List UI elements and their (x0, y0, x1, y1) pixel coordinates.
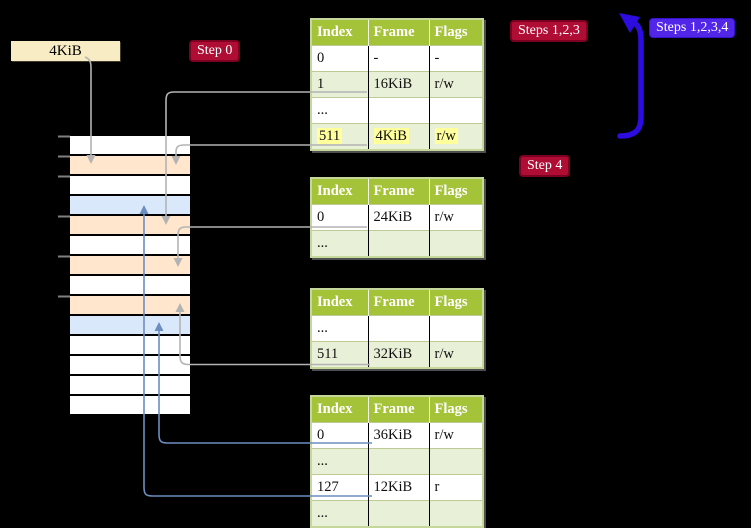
table-cell: - (367, 45, 429, 72)
table-cell (367, 500, 429, 527)
memory-cell-orange (70, 296, 190, 314)
table-cell: 127 (311, 474, 368, 501)
column-header: Frame (367, 178, 429, 205)
table-cell (367, 315, 429, 342)
table-cell: 1 (311, 71, 368, 98)
table-cell: 16KiB (367, 71, 429, 98)
column-header: Frame (367, 396, 429, 423)
table-cell: 36KiB (367, 422, 429, 449)
table-cell: r/w (428, 422, 483, 449)
step-0-badge: Step 0 (189, 40, 241, 62)
memory-cell-white (70, 176, 190, 194)
physical-memory-column (70, 136, 190, 416)
table-cell (428, 448, 483, 475)
column-header: Index (311, 396, 368, 423)
table-cell (367, 97, 429, 124)
table-cell: 511 (311, 123, 368, 150)
column-header: Flags (428, 19, 483, 46)
table-row: ... (311, 500, 483, 527)
table-cell: r/w (428, 204, 483, 231)
column-header: Index (311, 19, 368, 46)
steps-cycle-arrow (617, 13, 644, 139)
table-row: ... (311, 97, 483, 124)
table-cell: r (428, 474, 483, 501)
highlighted-value: r/w (434, 128, 458, 144)
table-cell: ... (311, 315, 368, 342)
table-cell: 0 (311, 204, 368, 231)
memory-cell-orange (70, 156, 190, 174)
frame-size-label: 4KiB (11, 41, 120, 61)
memory-cell-white (70, 396, 190, 414)
steps-123-badge: Steps 1,2,3 (510, 20, 588, 42)
table-cell: r/w (428, 341, 483, 368)
table-cell: r/w (428, 123, 483, 150)
table-cell: 0 (311, 45, 368, 72)
column-header: Flags (428, 289, 483, 316)
memory-cell-blue (70, 316, 190, 334)
table-cell: r/w (428, 71, 483, 98)
column-header: Frame (367, 19, 429, 46)
table-cell: 511 (311, 341, 368, 368)
table-cell: ... (311, 448, 368, 475)
table-cell: 4KiB (367, 123, 429, 150)
table-cell: 32KiB (367, 341, 429, 368)
table-cell (428, 315, 483, 342)
table-cell (428, 97, 483, 124)
highlighted-value: 511 (317, 128, 343, 144)
table-row: ... (311, 448, 483, 475)
column-header: Index (311, 178, 368, 205)
table-cell (428, 500, 483, 527)
table-cell (367, 230, 429, 257)
memory-cell-white (70, 276, 190, 294)
steps-1234-badge: Steps 1,2,3,4 (649, 18, 736, 38)
column-header: Flags (428, 396, 483, 423)
table-cell: - (428, 45, 483, 72)
table-row: 0-- (311, 45, 483, 72)
memory-cell-white (70, 236, 190, 254)
memory-cell-orange (70, 256, 190, 274)
table-cell: 24KiB (367, 204, 429, 231)
column-header: Frame (367, 289, 429, 316)
table-row: ... (311, 315, 483, 342)
memory-cell-white (70, 356, 190, 374)
memory-cell-orange (70, 216, 190, 234)
table-cell: ... (311, 500, 368, 527)
column-header: Flags (428, 178, 483, 205)
table-row: 511 4KiB r/w (311, 123, 483, 150)
column-header: Index (311, 289, 368, 316)
memory-cell-blue (70, 196, 190, 214)
memory-cell-white (70, 136, 190, 154)
memory-cell-white (70, 336, 190, 354)
table-cell: ... (311, 97, 368, 124)
highlighted-value: 4KiB (373, 128, 409, 144)
table-cell (367, 448, 429, 475)
memory-cell-white (70, 376, 190, 394)
table-cell: 0 (311, 422, 368, 449)
step-4-badge: Step 4 (519, 155, 571, 177)
table-cell (428, 230, 483, 257)
table-cell: ... (311, 230, 368, 257)
table-cell: 12KiB (367, 474, 429, 501)
table-row: ... (311, 230, 483, 257)
memory-tick-marks (58, 135, 70, 298)
